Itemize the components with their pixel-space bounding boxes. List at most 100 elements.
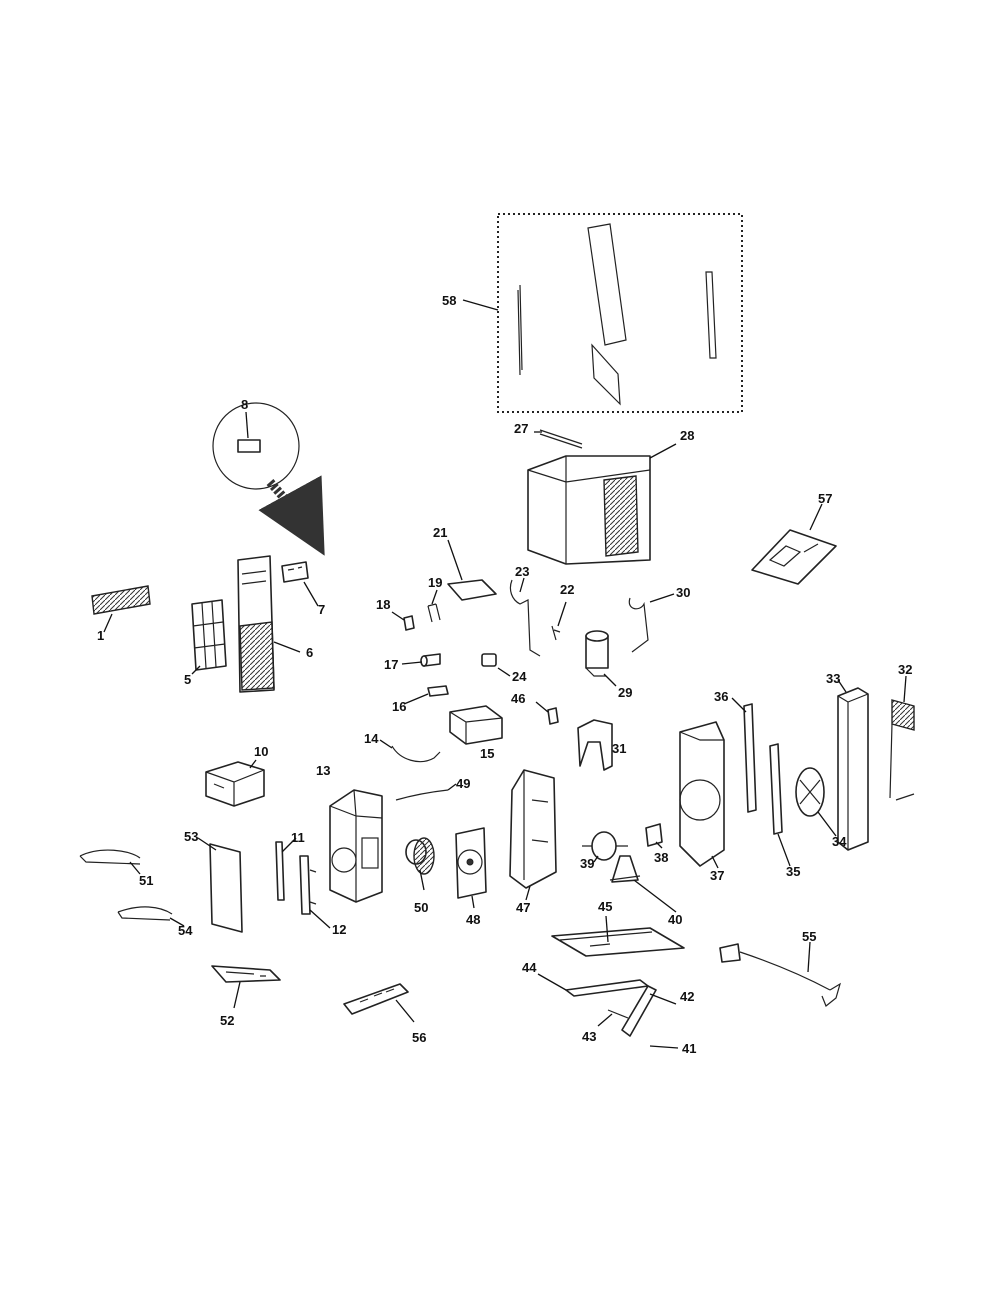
callout-33: 33 [826, 671, 840, 686]
part-32-screen [889, 675, 915, 801]
callout-12: 12 [332, 922, 346, 937]
part-5-filter [191, 599, 227, 675]
callout-23: 23 [515, 564, 529, 579]
part-10-duct [205, 759, 265, 807]
callout-56: 56 [412, 1030, 426, 1045]
callout-6: 6 [306, 645, 313, 660]
part-6-front-panel [237, 555, 301, 693]
part-33-condenser [837, 679, 869, 851]
callout-labels: 58 8 27 28 57 21 23 19 22 30 18 7 1 6 17… [97, 293, 912, 1056]
callout-35: 35 [786, 864, 800, 879]
part-27-strip [534, 429, 583, 449]
callout-39: 39 [580, 856, 594, 871]
part-17-capacitor [401, 653, 441, 667]
part-30-tube [628, 593, 675, 653]
part-19-clip [427, 589, 441, 623]
part-28-cabinet [527, 443, 677, 565]
callout-22: 22 [560, 582, 574, 597]
part-39-fan-motor [582, 831, 628, 863]
part-16-sensor [403, 685, 449, 705]
callout-13: 13 [316, 763, 330, 778]
part-48-motor-plate [455, 827, 487, 909]
part-11-strip [275, 837, 297, 901]
part-46-screw [535, 701, 559, 725]
part-51-gasket [79, 849, 141, 875]
part-1-grille [91, 585, 151, 633]
callout-46: 46 [511, 691, 525, 706]
callout-28: 28 [680, 428, 694, 443]
part-37-shroud [679, 721, 725, 869]
part-52-bracket [211, 965, 281, 1009]
part-22-tube [551, 601, 567, 641]
callout-52: 52 [220, 1013, 234, 1028]
callout-45: 45 [598, 899, 612, 914]
callout-40: 40 [668, 912, 682, 927]
callout-42: 42 [680, 989, 694, 1004]
callout-10: 10 [254, 744, 268, 759]
part-23-tube [509, 577, 541, 657]
callout-38: 38 [654, 850, 668, 865]
callout-29: 29 [618, 685, 632, 700]
callout-7: 7 [318, 602, 325, 617]
callout-19: 19 [428, 575, 442, 590]
callout-49: 49 [456, 776, 470, 791]
part-45-base-pan [551, 915, 685, 957]
part-55-power-cord [719, 941, 841, 1007]
callout-44: 44 [522, 960, 537, 975]
part-42-handle [621, 985, 677, 1037]
callout-24: 24 [512, 669, 527, 684]
part-8-detail-circle [212, 402, 300, 490]
callout-30: 30 [676, 585, 690, 600]
callout-17: 17 [384, 657, 398, 672]
callout-34: 34 [832, 834, 847, 849]
callout-21: 21 [433, 525, 447, 540]
part-50-blower-wheel [405, 837, 435, 891]
callout-50: 50 [414, 900, 428, 915]
callout-5: 5 [184, 672, 191, 687]
part-56-remote [343, 983, 415, 1023]
part-54-gasket [117, 906, 185, 927]
callout-55: 55 [802, 929, 816, 944]
part-31-support [577, 719, 613, 771]
callout-36: 36 [714, 689, 728, 704]
part-49-wire [395, 783, 457, 801]
callout-57: 57 [818, 491, 832, 506]
callout-11: 11 [291, 830, 305, 845]
part-43-pin [597, 1009, 629, 1027]
callout-31: 31 [612, 741, 626, 756]
part-38-bracket [645, 823, 663, 849]
callout-48: 48 [466, 912, 480, 927]
callout-47: 47 [516, 900, 530, 915]
callout-58: 58 [442, 293, 456, 308]
part-34-fan-blade [795, 767, 837, 837]
callout-32: 32 [898, 662, 912, 677]
callout-16: 16 [392, 699, 406, 714]
part-47-partition [509, 769, 557, 901]
callout-37: 37 [710, 868, 724, 883]
part-35-strip [769, 743, 791, 867]
callout-1: 1 [97, 628, 104, 643]
callout-8: 8 [241, 397, 248, 412]
part-57-bracket [751, 503, 837, 585]
part-14-tube [379, 739, 441, 763]
callout-14: 14 [364, 731, 379, 746]
part-58-kit-box [497, 213, 743, 413]
part-36-strip [731, 697, 757, 813]
part-40-support [609, 855, 677, 913]
part-18-clip [391, 611, 415, 631]
callout-53: 53 [184, 829, 198, 844]
part-15-box [449, 705, 503, 745]
part-24-plug [481, 653, 511, 677]
callout-15: 15 [480, 746, 494, 761]
part-21-plate [447, 539, 497, 601]
callout-51: 51 [139, 873, 153, 888]
callout-41: 41 [682, 1041, 696, 1056]
callout-43: 43 [582, 1029, 596, 1044]
part-53-panel [197, 837, 243, 933]
callout-27: 27 [514, 421, 528, 436]
part-41-pin [649, 1045, 679, 1049]
part-13-housing [329, 789, 383, 903]
part-7-control-board [281, 561, 319, 607]
part-44-rail [537, 973, 649, 997]
